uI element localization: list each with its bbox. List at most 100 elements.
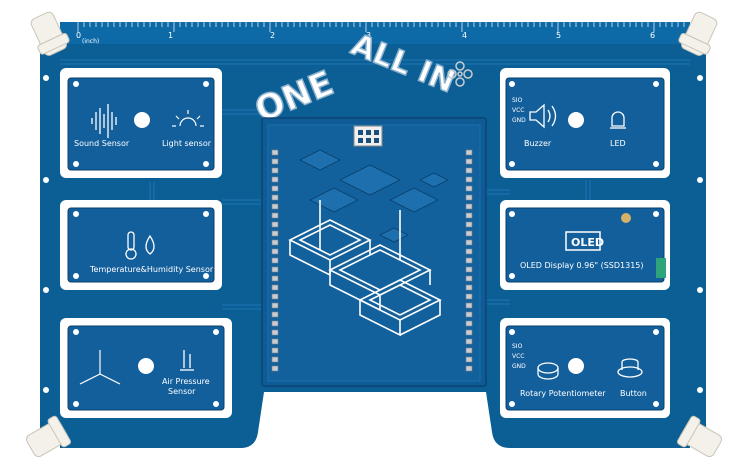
pressure-icon (180, 350, 194, 371)
ruler-number: 6 (650, 31, 655, 40)
header-pin (271, 230, 279, 237)
knob-icon (537, 362, 559, 380)
water-drop-icon (145, 234, 155, 255)
ruler: (inch) 0 1 2 3 4 5 6 (60, 22, 690, 45)
sun-icon (172, 110, 204, 127)
header-pin (271, 347, 279, 354)
standoffs (26, 11, 722, 458)
header-pin (271, 158, 279, 165)
header-pin (271, 284, 279, 291)
header-pin (271, 176, 279, 183)
standoff-top-right (678, 11, 718, 56)
axis-icon (79, 350, 121, 385)
header-pin (271, 167, 279, 174)
module-temperature-humidity: Temperature&Humidity Sensor (60, 200, 222, 290)
header-pin (271, 257, 279, 264)
label-oled-badge: OLED (571, 236, 604, 249)
header-pin (465, 212, 473, 219)
header-pin (465, 167, 473, 174)
label-button: Button (620, 389, 647, 398)
pin-label: VCC (512, 107, 524, 114)
header-pin (465, 158, 473, 165)
ruler-number: 2 (270, 31, 275, 40)
oled-connector-icon (656, 258, 666, 278)
pin-label: SIO (512, 97, 523, 104)
header-pin (465, 203, 473, 210)
header-pin (271, 203, 279, 210)
standoff-top-left (30, 11, 70, 56)
mounting-holes (43, 75, 703, 393)
header-pin (465, 302, 473, 309)
pcb-traces (60, 59, 690, 310)
header-pin (465, 149, 473, 156)
header-pin (465, 194, 473, 201)
header-pin (465, 248, 473, 255)
header-pin (271, 275, 279, 282)
ruler-number: 4 (462, 31, 467, 40)
header-pin (465, 266, 473, 273)
module-oled: OLED OLED Display 0.96" (SSD1315) (500, 200, 670, 290)
header-pin (465, 230, 473, 237)
label-temp-humidity: Temperature&Humidity Sensor (89, 265, 214, 274)
header-pin (271, 338, 279, 345)
pin-label: GND (512, 117, 526, 124)
header-pin (271, 248, 279, 255)
header-pin (465, 347, 473, 354)
module-accelerometer-pressure: Air Pressure Sensor (60, 318, 232, 418)
sound-wave-icon (91, 104, 117, 138)
ruler-number: 0 (76, 31, 81, 40)
header-pin (465, 311, 473, 318)
label-led: LED (610, 139, 626, 148)
label-rotary-potentiometer: Rotary Potentiometer (520, 389, 606, 398)
header-pin (271, 365, 279, 372)
header-pin (271, 266, 279, 273)
module-rotary-button: Rotary Potentiometer Button SIO VCC GND (500, 318, 670, 418)
header-pin (465, 239, 473, 246)
label-buzzer: Buzzer (524, 139, 552, 148)
header-pin (465, 284, 473, 291)
ruler-number: 5 (556, 31, 561, 40)
header-pin (271, 221, 279, 228)
module-buzzer-led: Buzzer LED SIO VCC GND (500, 68, 670, 178)
header-pin (271, 239, 279, 246)
flower-logo-icon (447, 61, 473, 87)
header-pin (465, 320, 473, 327)
standoff-bottom-left (26, 415, 71, 458)
header-pin (465, 329, 473, 336)
header-pin (271, 320, 279, 327)
header-pin (465, 185, 473, 192)
push-button-icon (617, 358, 643, 378)
header-pin (465, 257, 473, 264)
header-pin (465, 221, 473, 228)
label-sound-sensor: Sound Sensor (74, 139, 130, 148)
header-pin (271, 149, 279, 156)
pin-label: VCC (512, 353, 524, 360)
header-pin (271, 212, 279, 219)
header-pin (465, 356, 473, 363)
header-pin (465, 338, 473, 345)
isometric-graphic (288, 149, 449, 337)
header-pin (271, 293, 279, 300)
label-light-sensor: Light sensor (162, 139, 212, 148)
ruler-number: 3 (366, 31, 371, 40)
header-pin (465, 275, 473, 282)
standoff-bottom-right (677, 415, 722, 458)
speaker-icon (529, 103, 557, 129)
module-sound-light: Sound Sensor Light sensor (60, 68, 222, 178)
header-pin (271, 356, 279, 363)
led-bulb-icon (610, 111, 626, 129)
label-air-pressure-sensor: Sensor (168, 387, 196, 396)
ruler-number: 1 (168, 31, 173, 40)
main-controller-board (261, 117, 487, 387)
header-pin (271, 329, 279, 336)
thermometer-icon (125, 231, 137, 260)
header-pin (271, 194, 279, 201)
ruler-unit: (inch) (82, 38, 99, 45)
pin-label: GND (512, 363, 526, 370)
label-oled-display: OLED Display 0.96" (SSD1315) (520, 261, 644, 270)
header-pin (465, 365, 473, 372)
pin-label: SIO (512, 343, 523, 350)
header-pin (271, 311, 279, 318)
label-air-pressure: Air Pressure (162, 377, 210, 386)
